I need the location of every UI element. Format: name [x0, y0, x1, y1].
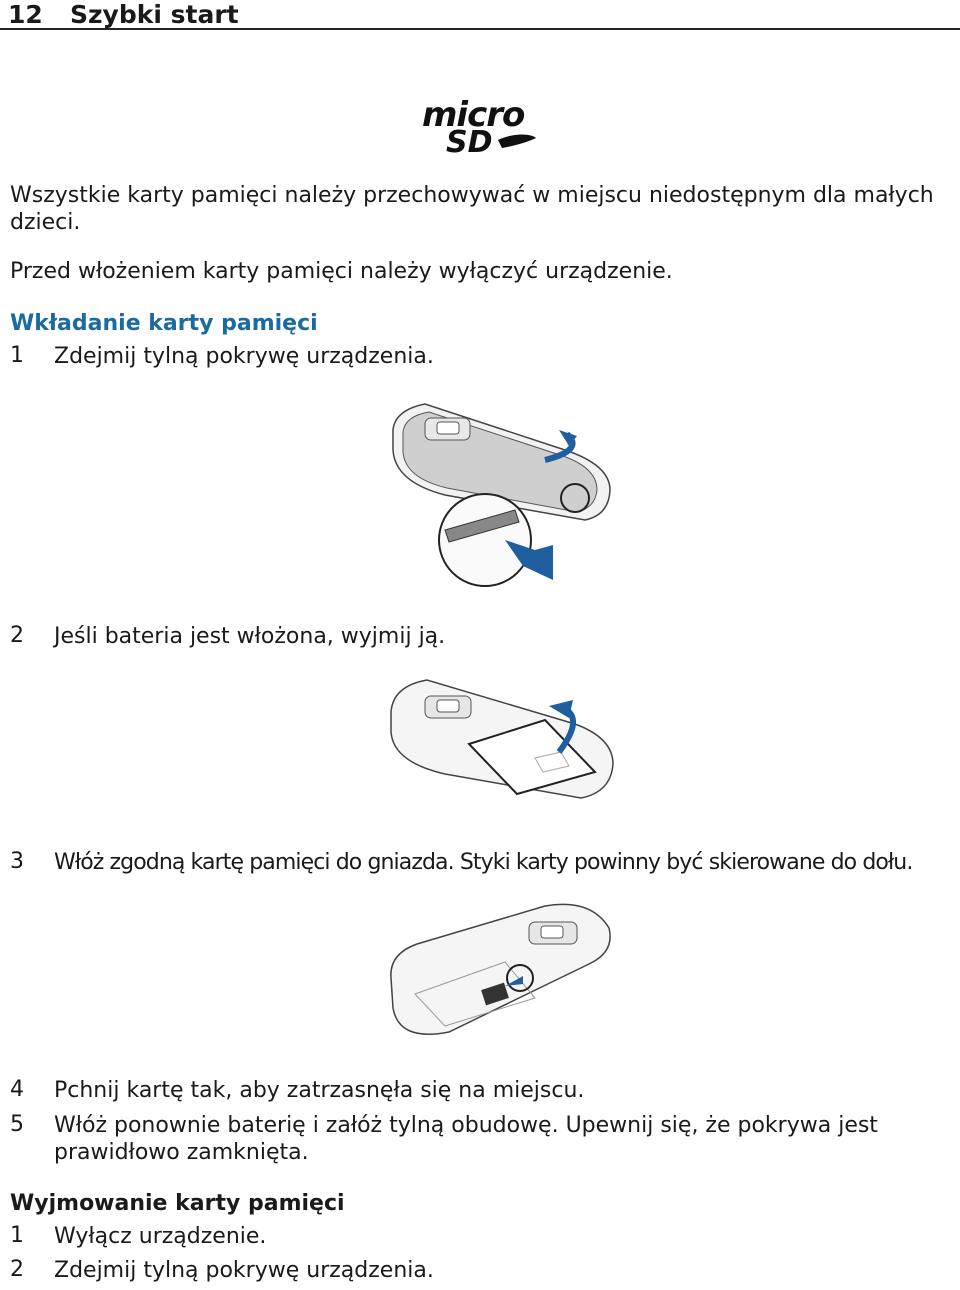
svg-text:micro: micro [422, 96, 525, 135]
insert-section-heading: Wkładanie karty pamięci [10, 311, 318, 336]
remove-cover-illustration [385, 390, 615, 590]
children-warning-text: Wszystkie karty pamięci należy przechowy… [10, 183, 934, 235]
insert-card-illustration [385, 898, 617, 1044]
section-title: Szybki start [70, 0, 239, 29]
svg-text:SD: SD [446, 125, 493, 156]
remove-step-2-number: 2 [10, 1257, 24, 1282]
page-number: 12 [8, 0, 43, 29]
header-rule [0, 28, 960, 30]
switch-off-text: Przed włożeniem karty pamięci należy wył… [10, 259, 673, 284]
remove-section-heading: Wyjmowanie karty pamięci [10, 1191, 345, 1216]
remove-step-2-text: Zdejmij tylną pokrywę urządzenia. [54, 1258, 434, 1283]
insert-step-4-text: Pchnij kartę tak, aby zatrzasnęła się na… [54, 1078, 585, 1103]
remove-battery-illustration [385, 672, 617, 812]
insert-step-4-number: 4 [10, 1077, 24, 1102]
insert-step-5-number: 5 [10, 1112, 24, 1137]
insert-step-3-number: 3 [10, 849, 24, 874]
insert-step-5-text: Włóż ponownie baterię i załóż tylną obud… [54, 1113, 878, 1165]
remove-step-1-number: 1 [10, 1223, 24, 1248]
insert-step-2-text: Jeśli bateria jest włożona, wyjmij ją. [54, 624, 446, 649]
page-header: 12 Szybki start [0, 0, 960, 30]
insert-step-2-number: 2 [10, 623, 24, 648]
microsd-logo: micro SD [420, 95, 540, 160]
remove-step-1-text: Wyłącz urządzenie. [54, 1224, 267, 1249]
insert-step-3-text: Włóż zgodną kartę pamięci do gniazda. St… [54, 850, 913, 875]
insert-step-1-number: 1 [10, 343, 24, 368]
insert-step-1-text: Zdejmij tylną pokrywę urządzenia. [54, 344, 434, 369]
